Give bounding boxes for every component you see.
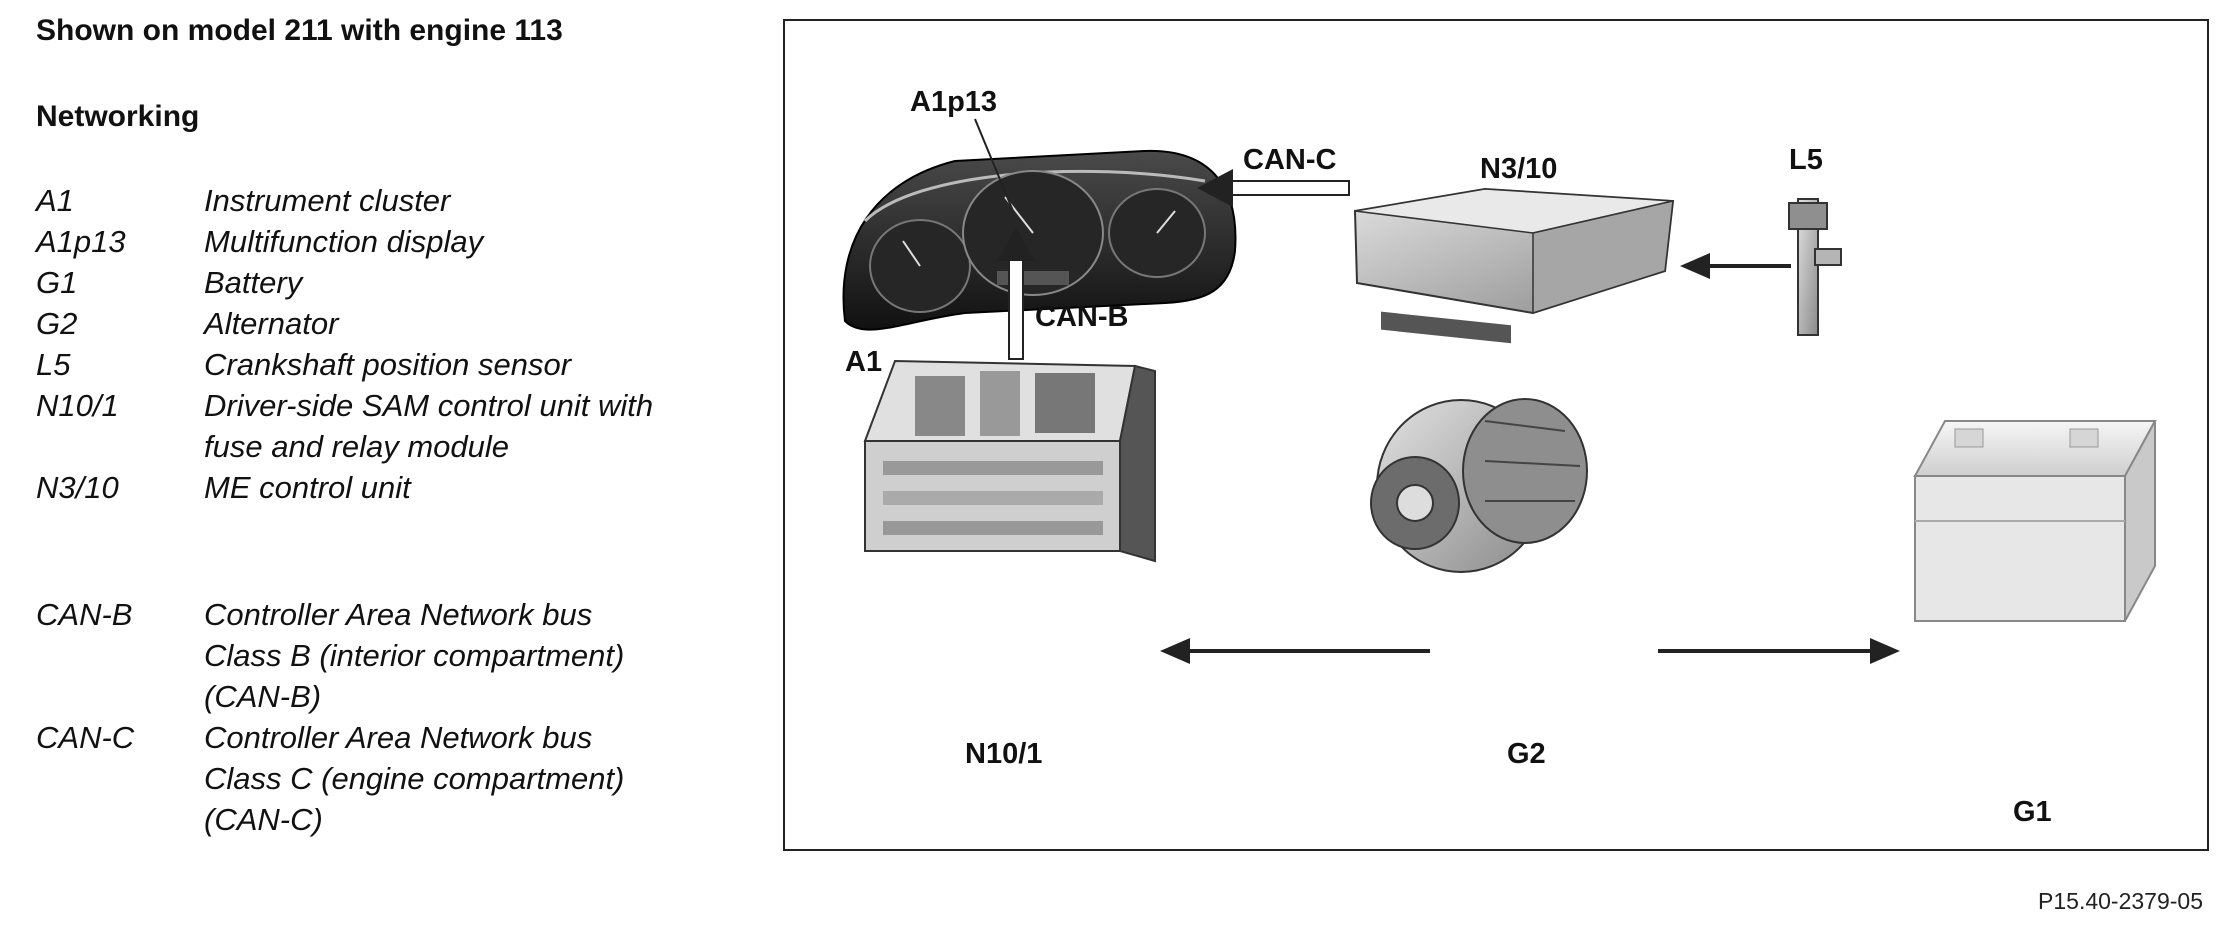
label-a1p13: A1p13	[910, 86, 997, 118]
me-control-unit-icon	[1355, 189, 1673, 343]
bus-legend: CAN-B Controller Area Network bus Class …	[36, 594, 736, 840]
legend-row-g1: G1 Battery	[36, 262, 736, 303]
legend-row-n10-1-cont: fuse and relay module	[36, 426, 736, 467]
legend-code: N3/10	[36, 467, 204, 508]
legend-desc: Driver-side SAM control unit with	[204, 385, 736, 426]
figure-reference: P15.40-2379-05	[2038, 888, 2203, 915]
diagram-canvas: A1p13 A1 N3/10 L5 N10/1	[785, 21, 2211, 853]
label-a1: A1	[845, 346, 882, 378]
legend-desc: Multifunction display	[204, 221, 736, 262]
model-heading: Shown on model 211 with engine 113	[36, 14, 563, 48]
legend-desc: Class C (engine compartment)	[204, 758, 736, 799]
legend-row-can-c: CAN-C Controller Area Network bus	[36, 717, 736, 758]
legend-desc: Battery	[204, 262, 736, 303]
g2-to-g1-arrow	[1658, 638, 1900, 664]
legend-row-a1: A1 Instrument cluster	[36, 180, 736, 221]
legend-row-n10-1: N10/1 Driver-side SAM control unit with	[36, 385, 736, 426]
legend-code: CAN-C	[36, 717, 204, 758]
l5-to-n3-10-arrow	[1680, 253, 1791, 279]
label-n10-1: N10/1	[965, 738, 1042, 770]
label-can-b: CAN-B	[1035, 301, 1128, 333]
battery-icon	[1915, 421, 2155, 621]
network-diagram: A1p13 A1 N3/10 L5 N10/1	[783, 19, 2209, 851]
section-heading: Networking	[36, 100, 199, 134]
legend-code: A1p13	[36, 221, 204, 262]
g2-to-n10-1-arrow	[1160, 638, 1430, 664]
legend-code: L5	[36, 344, 204, 385]
legend-desc: Controller Area Network bus	[204, 717, 736, 758]
legend-code: G1	[36, 262, 204, 303]
legend-row-l5: L5 Crankshaft position sensor	[36, 344, 736, 385]
legend-row-n3-10: N3/10 ME control unit	[36, 467, 736, 508]
legend-code: N10/1	[36, 385, 204, 426]
legend-desc: ME control unit	[204, 467, 736, 508]
legend-desc: Alternator	[204, 303, 736, 344]
component-legend: A1 Instrument cluster A1p13 Multifunctio…	[36, 180, 736, 508]
label-l5: L5	[1789, 144, 1823, 176]
sam-control-unit-icon	[865, 361, 1155, 561]
label-g2: G2	[1507, 738, 1546, 770]
label-g1: G1	[2013, 796, 2052, 828]
legend-row-a1p13: A1p13 Multifunction display	[36, 221, 736, 262]
label-n3-10: N3/10	[1480, 153, 1557, 185]
legend-code: A1	[36, 180, 204, 221]
legend-desc: Class B (interior compartment)	[204, 635, 736, 676]
legend-desc: Crankshaft position sensor	[204, 344, 736, 385]
legend-code: CAN-B	[36, 594, 204, 635]
alternator-icon	[1371, 399, 1587, 572]
legend-code: G2	[36, 303, 204, 344]
legend-row-can-b: CAN-B Controller Area Network bus	[36, 594, 736, 635]
legend-desc: Controller Area Network bus	[204, 594, 736, 635]
legend-desc: Instrument cluster	[204, 180, 736, 221]
legend-desc: (CAN-C)	[204, 799, 736, 840]
crankshaft-sensor-icon	[1789, 199, 1841, 335]
legend-desc: fuse and relay module	[204, 426, 736, 467]
legend-row-g2: G2 Alternator	[36, 303, 736, 344]
legend-desc: (CAN-B)	[204, 676, 736, 717]
label-can-c: CAN-C	[1243, 144, 1336, 176]
